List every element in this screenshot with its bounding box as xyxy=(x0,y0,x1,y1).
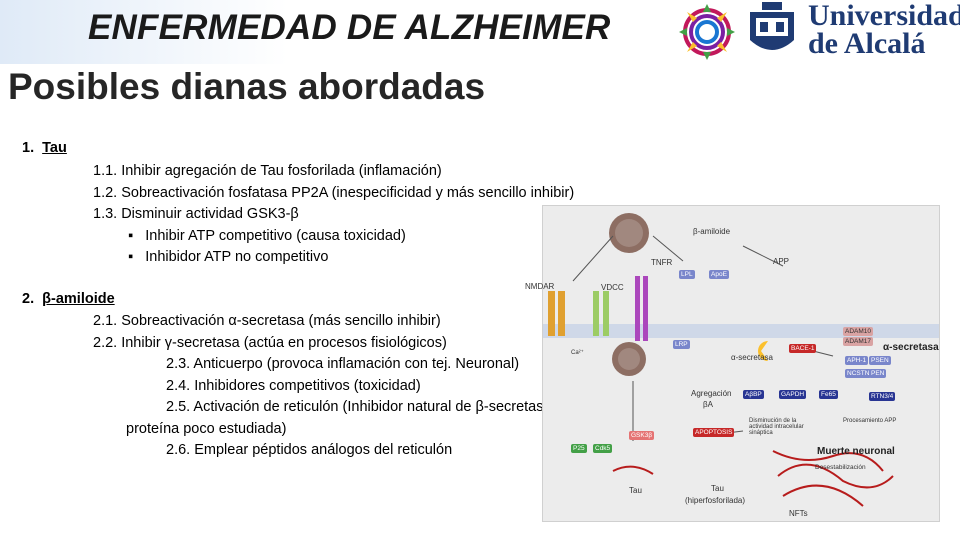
label-tau: Tau xyxy=(629,486,642,495)
label-gsk3b: GSK3β xyxy=(629,431,655,440)
label-ca: Ca²⁺ xyxy=(571,350,584,356)
bullet-icon: ▪ xyxy=(128,227,134,244)
list-item: 2.2. Inhibir γ-secretasa (actúa en proce… xyxy=(93,334,447,351)
list-item: 2.5. Activación de reticulón (Inhibidor … xyxy=(166,399,556,415)
label-tnfr: TNFR xyxy=(651,258,673,267)
label-vdcc: VDCC xyxy=(601,283,624,292)
label-ncstn: NCSTN xyxy=(845,369,872,378)
bullet-item: ▪ Inhibir ATP competitivo (causa toxicid… xyxy=(128,226,406,248)
slide-subtitle: Posibles dianas abordadas xyxy=(8,66,486,107)
bullet-text: Inhibidor ATP no competitivo xyxy=(145,249,329,265)
label-lpl: LPL xyxy=(679,270,695,279)
list-item: 2.1. Sobreactivación α-secretasa (más se… xyxy=(93,313,441,329)
label-pen: PEN xyxy=(869,369,887,378)
label-agregacion: Agregación xyxy=(691,389,732,398)
list-item: 1.1. Inhibir agregación de Tau fosforila… xyxy=(93,163,442,179)
label-ba: βA xyxy=(703,400,713,409)
label-nfts: NFTs xyxy=(789,509,808,518)
label-cdk5: Cdk5 xyxy=(593,444,613,453)
bullet-icon: ▪ xyxy=(128,249,134,265)
university-line-1: Universidad xyxy=(808,0,960,32)
label-app: APP xyxy=(773,257,790,266)
list-item: 2.4. Inhibidores competitivos (toxicidad… xyxy=(166,377,421,394)
university-logo: Universidad de Alcalá xyxy=(672,0,960,64)
bullet-item: ▪ Inhibidor ATP no competitivo xyxy=(128,247,328,269)
label-psen: PSEN xyxy=(869,356,891,365)
label-hiperfosforilada: (hiperfosforilada) xyxy=(685,496,746,505)
list-item: 1.3. Disminuir actividad GSK3-β xyxy=(93,206,299,222)
label-tau-hiper: Tau xyxy=(711,484,724,493)
label-a-secretasa-2: α-secretasa xyxy=(883,342,939,353)
label-aph1: APH-1 xyxy=(845,356,869,365)
section-title: β-amiloide xyxy=(42,291,115,307)
list-item: 2.3. Anticuerpo (provoca inflamación con… xyxy=(166,356,520,372)
label-muerte: Muerte neuronal xyxy=(817,446,895,457)
list-item: 1.2. Sobreactivación fosfatasa PP2A (ine… xyxy=(93,184,575,201)
label-gapdh: GAPDH xyxy=(779,390,807,399)
section-number: 2. xyxy=(22,291,35,307)
label-p25: P25 xyxy=(571,444,587,453)
bullet-text: Inhibir ATP competitivo (causa toxicidad… xyxy=(145,227,406,244)
label-rtn: RTN3/4 xyxy=(869,392,896,401)
list-item: 2.6. Emplear péptidos análogos del retic… xyxy=(166,442,453,458)
section-2-heading: 2. β-amiloide xyxy=(22,289,115,311)
university-line-2: de Alcalá xyxy=(808,27,926,60)
label-adam17: ADAM17 xyxy=(843,337,874,346)
section-number: 1. xyxy=(22,140,35,156)
label-fe65: Fe65 xyxy=(819,390,838,399)
label-b-amiloide: β-amiloide xyxy=(693,227,731,236)
label-abbp: AβBP xyxy=(743,390,764,399)
section-title: Tau xyxy=(42,140,67,156)
label-nmdar: NMDAR xyxy=(525,282,555,291)
crest-icon xyxy=(750,2,794,50)
university-name: Universidad de Alcalá xyxy=(808,0,960,60)
label-lrp: LRP xyxy=(673,340,690,349)
label-desestabilizacion: Desestabilización xyxy=(815,464,866,471)
star-emblem-icon xyxy=(679,4,735,60)
label-adam10: ADAM10 xyxy=(843,327,874,336)
list-item-continuation: proteína poco estudiada) xyxy=(126,420,287,437)
slide-title: ENFERMEDAD DE ALZHEIMER xyxy=(88,8,611,47)
pathway-figure: β-amiloide APP TNFR NMDAR VDCC LPL ApoE … xyxy=(525,205,940,522)
label-a-secretasa: α-secretasa xyxy=(731,353,773,362)
pathway-diagram xyxy=(543,213,939,507)
label-procesamiento: Procesamiento APP xyxy=(843,418,897,424)
section-1-heading: 1. Tau xyxy=(22,138,67,160)
label-bace: BACE-1 xyxy=(789,344,817,353)
label-disminucion: Disminución de la actividad intracelular… xyxy=(749,418,804,436)
header-band xyxy=(0,0,960,64)
label-apoe: ApoE xyxy=(709,270,729,279)
label-apoptosis: APOPTOSIS xyxy=(693,428,735,437)
